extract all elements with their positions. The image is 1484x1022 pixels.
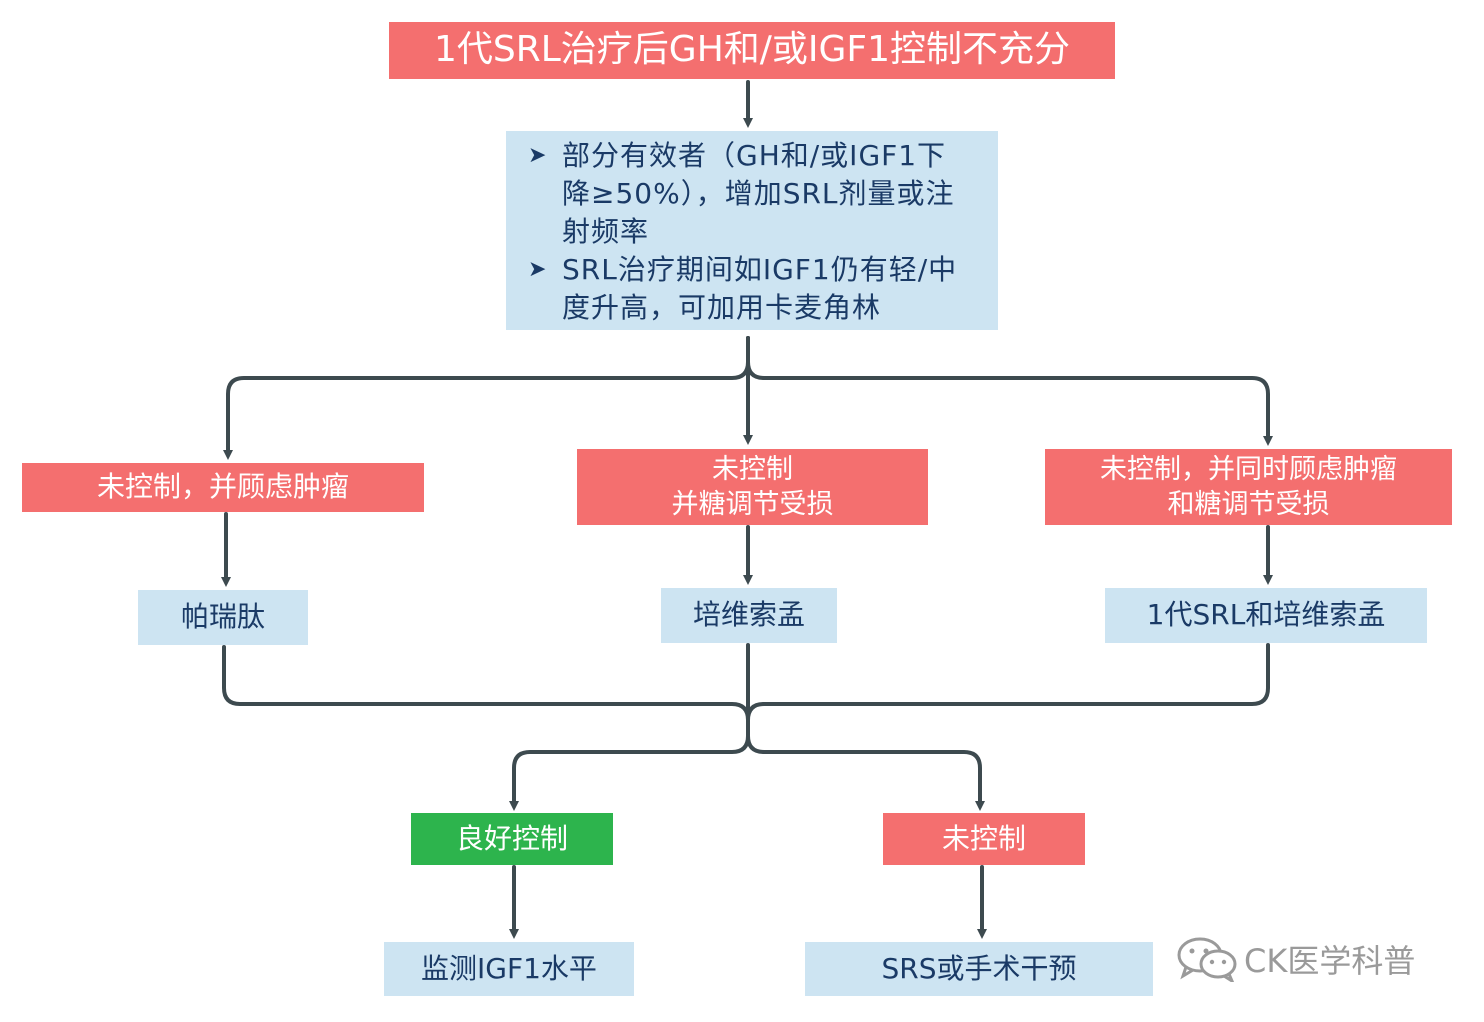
node-label: 监测IGF1水平 bbox=[421, 951, 597, 985]
pegvisomant-box: 培维索孟 bbox=[661, 588, 837, 643]
title-text: 1代SRL治疗后GH和/或IGF1控制不充分 bbox=[433, 29, 1071, 71]
arrow-merge-to-uncontrolled bbox=[746, 734, 985, 811]
good-control-box: 良好控制 bbox=[411, 813, 613, 865]
node-label: 帕瑞肽 bbox=[180, 600, 265, 634]
title-box: 1代SRL治疗后GH和/或IGF1控制不充分 bbox=[389, 22, 1115, 79]
bullet-item: ➤ 部分有效者（GH和/或IGF1下 降≥50%），增加SRL剂量或注 射频率 bbox=[528, 137, 955, 251]
uncontrolled-glucose-impaired-box: 未控制 并糖调节受损 bbox=[577, 449, 928, 525]
arrow-approach-to-tumor bbox=[223, 336, 750, 460]
node-label: SRS或手术干预 bbox=[881, 951, 1077, 985]
node-label: 良好控制 bbox=[455, 821, 568, 855]
node-label: 未控制 并糖调节受损 bbox=[671, 453, 834, 520]
monitor-igf1-box: 监测IGF1水平 bbox=[384, 942, 634, 996]
arrow-bullet-icon: ➤ bbox=[528, 143, 548, 168]
uncontrolled-box: 未控制 bbox=[883, 813, 1085, 865]
watermark: CK医学科普 bbox=[1174, 934, 1464, 984]
uncontrolled-tumor-concern-box: 未控制，并顾虑肿瘤 bbox=[22, 463, 424, 512]
arrow-merge-to-good bbox=[509, 734, 750, 811]
bullet-item: ➤ SRL治疗期间如IGF1仍有轻/中 度升高，可加用卡麦角林 bbox=[528, 251, 957, 327]
arrow-bullet-icon: ➤ bbox=[528, 257, 548, 283]
wechat-icon bbox=[1177, 937, 1237, 982]
bullet-text: 部分有效者（GH和/或IGF1下 降≥50%），增加SRL剂量或注 射频率 bbox=[562, 139, 955, 249]
srl-plus-pegvisomant-box: 1代SRL和培维索孟 bbox=[1105, 588, 1427, 643]
partial-response-box: ➤ 部分有效者（GH和/或IGF1下 降≥50%），增加SRL剂量或注 射频率 … bbox=[506, 131, 998, 330]
merge-line-left bbox=[222, 645, 750, 722]
srs-surgery-box: SRS或手术干预 bbox=[805, 942, 1153, 996]
uncontrolled-both-concern-box: 未控制，并同时顾虑肿瘤 和糖调节受损 bbox=[1045, 449, 1452, 525]
node-label: 培维索孟 bbox=[692, 598, 805, 632]
merge-line-right bbox=[746, 643, 1270, 722]
bullet-text: SRL治疗期间如IGF1仍有轻/中 度升高，可加用卡麦角林 bbox=[562, 253, 958, 325]
node-label: 未控制，并顾虑肿瘤 bbox=[96, 470, 349, 504]
node-label: 未控制 bbox=[941, 821, 1026, 855]
pasireotide-box: 帕瑞肽 bbox=[138, 590, 308, 645]
node-label: 1代SRL和培维索孟 bbox=[1146, 598, 1386, 632]
node-label: 未控制，并同时顾虑肿瘤 和糖调节受损 bbox=[1100, 453, 1397, 520]
arrow-approach-to-both bbox=[746, 336, 1273, 446]
watermark-text: CK医学科普 bbox=[1244, 942, 1416, 980]
